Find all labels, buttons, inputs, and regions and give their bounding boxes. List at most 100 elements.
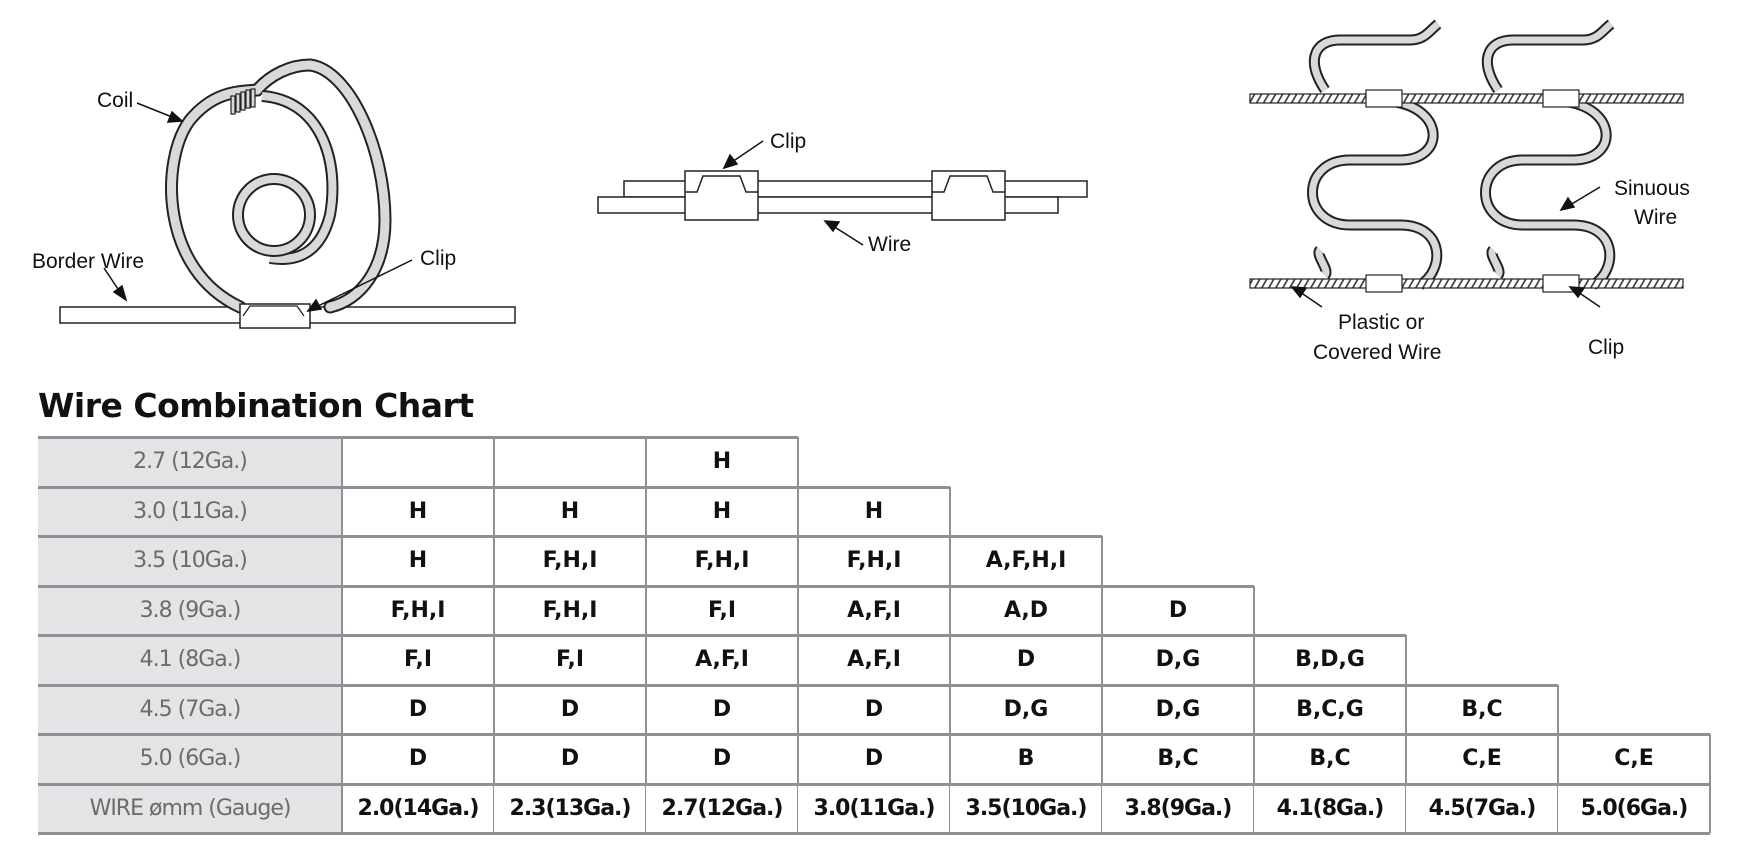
grid-line	[1709, 734, 1711, 784]
clip-shape	[239, 303, 311, 329]
grid-line	[341, 486, 343, 536]
row-header: 3.8 (9Ga.)	[38, 585, 342, 635]
table-cell: C,E	[1406, 734, 1558, 784]
arrow-icon	[722, 140, 864, 246]
wire-shape	[597, 180, 1088, 214]
arrow-icon	[1290, 186, 1601, 308]
table-cell: F,H,I	[646, 536, 798, 586]
plastic-wire-label-line2: Covered Wire	[1313, 341, 1442, 364]
table-cell: D	[950, 635, 1102, 685]
column-header: 4.1(8Ga.)	[1254, 783, 1406, 833]
coil-wrap-shape	[230, 88, 256, 115]
table-cell: H	[494, 486, 646, 536]
grid-line	[38, 436, 798, 439]
table-cell: F,I	[494, 635, 646, 685]
column-header: 2.3(13Ga.)	[494, 783, 646, 833]
column-header: 3.8(9Ga.)	[1102, 783, 1254, 833]
grid-line	[797, 684, 799, 734]
column-header: 5.0(6Ga.)	[1558, 783, 1710, 833]
table-cell: D	[342, 734, 494, 784]
grid-line	[38, 733, 1710, 736]
table-cell: A,F,H,I	[950, 536, 1102, 586]
grid-line	[1101, 585, 1103, 635]
row-header: 4.1 (8Ga.)	[38, 635, 342, 685]
grid-line	[1101, 684, 1103, 734]
table-cell: F,I	[646, 585, 798, 635]
grid-line	[797, 486, 799, 536]
covered-wire-shape	[1249, 93, 1684, 289]
arrow-icon	[103, 102, 413, 313]
table-cell: H	[798, 486, 950, 536]
column-header: 2.7(12Ga.)	[646, 783, 798, 833]
table-cell: D	[798, 684, 950, 734]
grid-line	[1101, 635, 1103, 685]
grid-line	[493, 734, 495, 784]
grid-line	[493, 585, 495, 635]
grid-line	[797, 585, 799, 635]
grid-line	[341, 783, 343, 833]
grid-line	[1557, 684, 1559, 734]
grid-line	[38, 634, 1406, 637]
column-header: 3.5(10Ga.)	[950, 783, 1102, 833]
border-wire-label: Border Wire	[32, 250, 145, 273]
table-cell: H	[342, 486, 494, 536]
grid-line	[493, 635, 495, 685]
table-cell: D	[494, 734, 646, 784]
table-cell: D,G	[1102, 684, 1254, 734]
chart-title: Wire Combination Chart	[38, 386, 474, 425]
column-header: 2.0(14Ga.)	[342, 783, 494, 833]
grid-line	[645, 437, 647, 487]
table-cell: D	[646, 684, 798, 734]
grid-line	[1253, 684, 1255, 734]
grid-line	[1405, 734, 1407, 784]
grid-line	[797, 635, 799, 685]
grid-line	[493, 684, 495, 734]
table-cell: D	[494, 684, 646, 734]
grid-line	[645, 635, 647, 685]
grid-line	[949, 486, 951, 536]
table-cell: D	[1102, 585, 1254, 635]
table-cell	[342, 437, 494, 487]
table-cell: B,D,G	[1254, 635, 1406, 685]
column-header: 4.5(7Ga.)	[1406, 783, 1558, 833]
grid-line	[1101, 734, 1103, 784]
grid-line	[645, 536, 647, 586]
table-cell: A,F,I	[646, 635, 798, 685]
sinuous-wire-label-line2: Wire	[1634, 206, 1678, 229]
table-cell: B,C	[1254, 734, 1406, 784]
table-cell: D,G	[950, 684, 1102, 734]
grid-line	[341, 734, 343, 784]
table-cell: D	[798, 734, 950, 784]
table-cell: B	[950, 734, 1102, 784]
wire-label: Wire	[868, 233, 912, 256]
grid-line	[1405, 635, 1407, 685]
sinuous-wire-label-line1: Sinuous	[1614, 177, 1690, 200]
grid-line	[1101, 536, 1103, 586]
table-cell: F,H,I	[798, 536, 950, 586]
grid-line	[493, 536, 495, 586]
clip-wire-diagram	[597, 140, 1088, 246]
table-cell: B,C,G	[1254, 684, 1406, 734]
grid-line	[38, 535, 1102, 538]
grid-line	[341, 635, 343, 685]
grid-line	[645, 486, 647, 536]
grid-line	[949, 734, 951, 784]
table-cell: D	[342, 684, 494, 734]
grid-line	[341, 585, 343, 635]
grid-line	[949, 635, 951, 685]
table-cell: F,I	[342, 635, 494, 685]
table-cell: B,C	[1406, 684, 1558, 734]
table-cell: F,H,I	[494, 585, 646, 635]
clip-shape	[684, 170, 1006, 221]
coil-shape	[165, 58, 392, 314]
sinuous-wire-shape	[1307, 19, 1616, 290]
grid-line	[1253, 585, 1255, 635]
grid-line	[341, 536, 343, 586]
row-header: 5.0 (6Ga.)	[38, 734, 342, 784]
coil-clip-label: Clip	[420, 247, 457, 270]
table-cell: A,D	[950, 585, 1102, 635]
table-cell: H	[646, 437, 798, 487]
grid-line	[797, 536, 799, 586]
grid-line	[38, 832, 1710, 835]
table-cell: C,E	[1558, 734, 1710, 784]
